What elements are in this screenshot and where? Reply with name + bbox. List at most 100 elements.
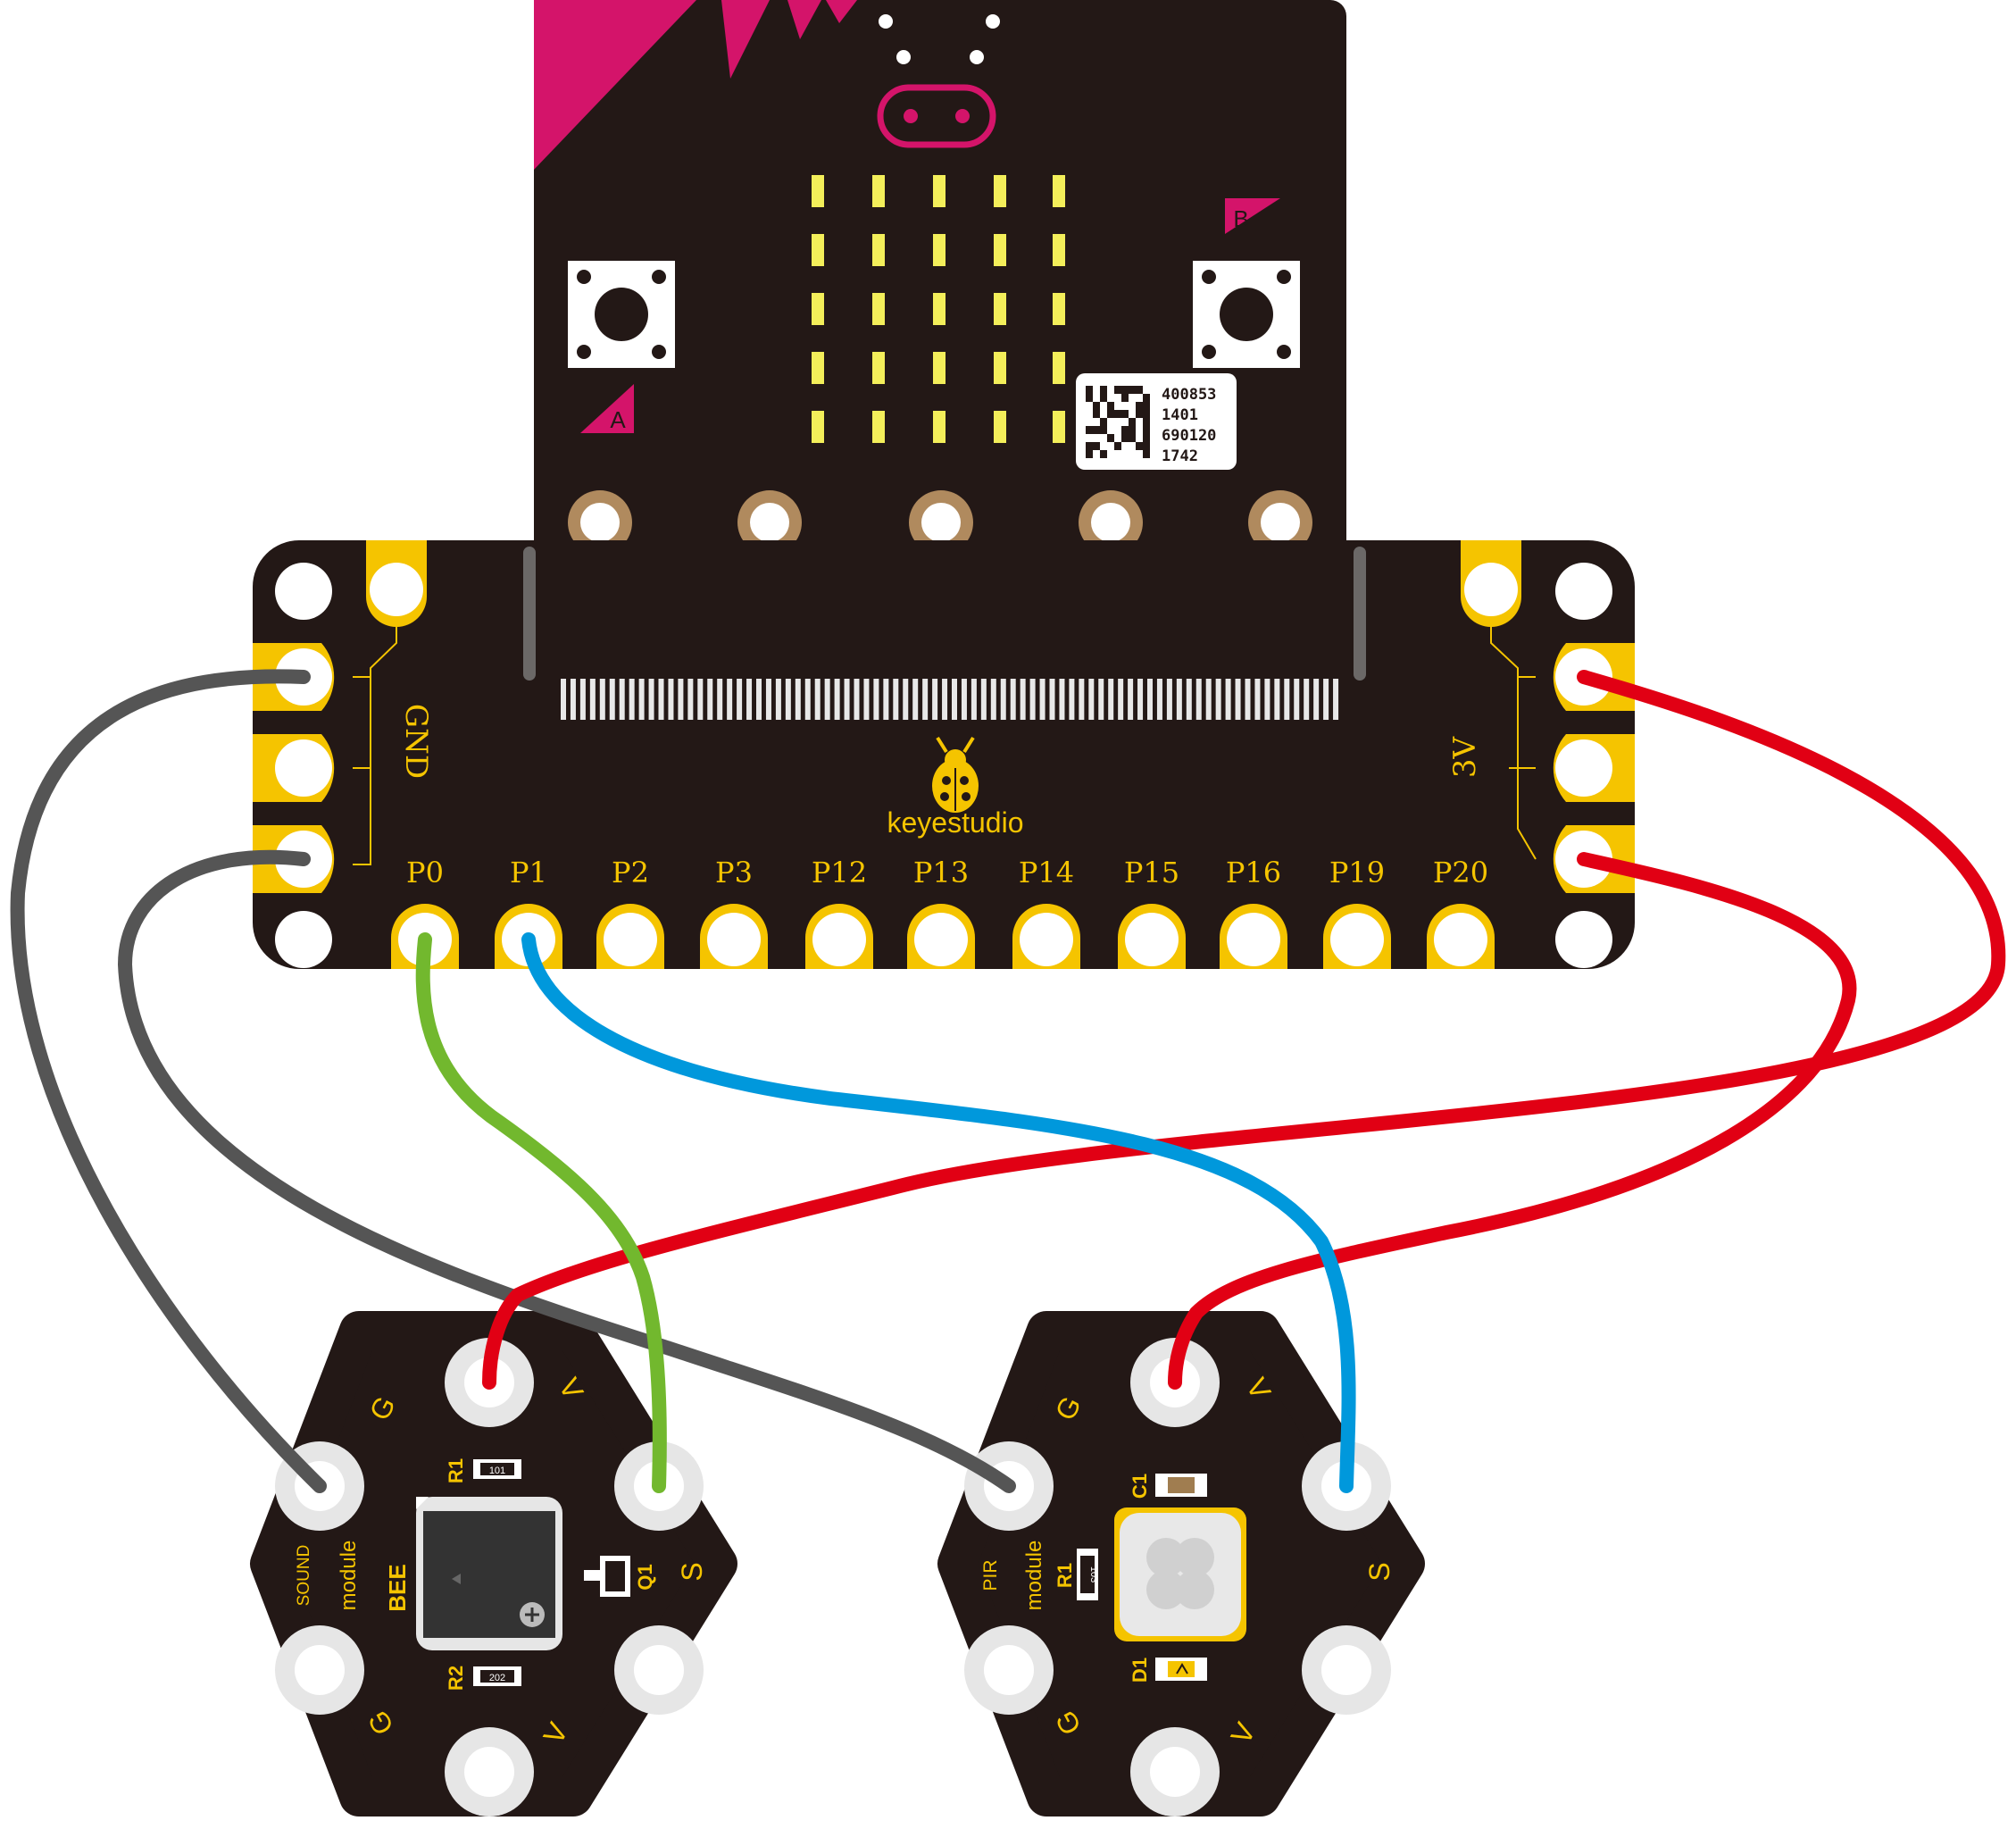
pir-sensor-lens — [1114, 1507, 1246, 1641]
led-0-0 — [812, 175, 824, 207]
led-2-0 — [812, 293, 824, 325]
pir-pad-s-bottom[interactable] — [1302, 1625, 1391, 1715]
microbit-board: A B 400853 1401 690120 1742 — [534, 0, 1346, 572]
led-1-4 — [1053, 234, 1065, 266]
microbit-corner-stripe — [534, 0, 696, 170]
pir-pin-s: S — [1363, 1562, 1395, 1581]
sound-pad-v-bottom[interactable] — [445, 1727, 534, 1816]
sound-pad-s-bottom[interactable] — [614, 1625, 704, 1715]
sound-name-line1: SOUND — [295, 1545, 313, 1607]
led-1-3 — [994, 234, 1006, 266]
pir-pad-v-bottom[interactable] — [1130, 1727, 1220, 1816]
button-b-label: B — [1233, 205, 1248, 232]
led-2-1 — [872, 293, 885, 325]
qr-line-1: 400853 — [1162, 386, 1216, 404]
pin-label-p2: P2 — [612, 856, 649, 889]
led-4-1 — [872, 411, 885, 443]
pir-r1-value: 103 — [1088, 1566, 1099, 1583]
microbit-logo-icon — [877, 84, 996, 148]
sound-module: 101 R1 202 R2 Q1 BEE SOUND module G V S … — [250, 1311, 737, 1816]
led-2-3 — [994, 293, 1006, 325]
led-1-0 — [812, 234, 824, 266]
led-4-2 — [933, 411, 946, 443]
led-3-2 — [933, 352, 946, 384]
pin-label-p12: P12 — [812, 856, 867, 889]
sound-r1-value: 101 — [489, 1466, 505, 1476]
sound-buzzer-label: BEE — [384, 1564, 411, 1611]
button-b[interactable] — [1193, 261, 1300, 368]
led-matrix — [812, 175, 1065, 443]
led-3-1 — [872, 352, 885, 384]
edge-connector-slot — [561, 679, 1339, 720]
wires — [10, 669, 2006, 1493]
pin-pad-p20[interactable] — [1427, 904, 1495, 969]
microbit-edge-pads — [568, 490, 1312, 555]
pir-c1-label: C1 — [1129, 1474, 1151, 1499]
led-1-1 — [872, 234, 885, 266]
sound-r2-value: 202 — [489, 1673, 505, 1683]
button-a-marker — [580, 384, 634, 433]
sound-pad-g-bottom[interactable] — [275, 1625, 364, 1715]
wire-p0-sound-signal — [415, 932, 667, 1493]
pin-pad-p16[interactable] — [1220, 904, 1287, 969]
wire-3v-pir — [1168, 852, 1857, 1390]
pir-module: C1 103 R1 D1 PIR module G V S G V — [937, 1311, 1425, 1816]
gnd-label: GND — [398, 704, 434, 779]
pin-pad-p3[interactable] — [700, 904, 768, 969]
pin-pad-p2[interactable] — [596, 904, 664, 969]
sound-pin-s: S — [676, 1562, 708, 1581]
brand-label: keyestudio — [887, 806, 1024, 839]
led-1-2 — [933, 234, 946, 266]
pir-pad-g-bottom[interactable] — [964, 1625, 1054, 1715]
qr-sticker: 400853 1401 690120 1742 — [1076, 373, 1237, 470]
wire-3v-sound — [482, 670, 2006, 1390]
led-0-4 — [1053, 175, 1065, 207]
ladybug-logo-icon — [932, 736, 979, 813]
sound-q1-label: Q1 — [634, 1564, 656, 1590]
pin-label-p16: P16 — [1226, 856, 1281, 889]
3v-pin-pads[interactable] — [1553, 643, 1635, 893]
qr-line-2: 1401 — [1162, 406, 1198, 424]
3v-label: 3V — [1447, 735, 1483, 778]
button-a[interactable] — [568, 261, 675, 368]
button-b-marker — [1225, 198, 1280, 234]
sound-q1-transistor — [584, 1556, 630, 1597]
led-3-3 — [994, 352, 1006, 384]
buzzer-component — [416, 1497, 562, 1650]
led-2-4 — [1053, 293, 1065, 325]
wire-gnd-pir — [117, 849, 1016, 1493]
pin-label-p0: P0 — [406, 856, 444, 889]
pin-pad-p15[interactable] — [1118, 904, 1186, 969]
pir-name-line2: module — [1022, 1541, 1046, 1611]
led-3-0 — [812, 352, 824, 384]
led-0-1 — [872, 175, 885, 207]
pin-label-p20: P20 — [1433, 856, 1488, 889]
qr-line-4: 1742 — [1162, 447, 1198, 465]
led-4-3 — [994, 411, 1006, 443]
wire-p1-pir-signal — [521, 932, 1356, 1493]
pin-pad-p13[interactable] — [907, 904, 975, 969]
pin-pad-p14[interactable] — [1012, 904, 1080, 969]
button-a-label: A — [610, 406, 626, 433]
led-4-4 — [1053, 411, 1065, 443]
pin-pad-p12[interactable] — [805, 904, 873, 969]
led-3-4 — [1053, 352, 1065, 384]
led-2-2 — [933, 293, 946, 325]
led-0-2 — [933, 175, 946, 207]
led-0-3 — [994, 175, 1006, 207]
sound-name-line2: module — [337, 1541, 361, 1611]
led-4-0 — [812, 411, 824, 443]
pir-r1-label: R1 — [1054, 1563, 1076, 1588]
pin-label-p15: P15 — [1124, 856, 1179, 889]
sound-r1-label: R1 — [445, 1458, 467, 1483]
pin-label-p19: P19 — [1329, 856, 1385, 889]
wire-gnd-sound — [10, 669, 327, 1493]
pin-pad-p19[interactable] — [1323, 904, 1391, 969]
pin-label-p13: P13 — [913, 856, 969, 889]
pin-label-p1: P1 — [510, 856, 547, 889]
pin-label-p3: P3 — [715, 856, 753, 889]
pir-name-line1: PIR — [980, 1559, 1001, 1591]
qr-line-3: 690120 — [1162, 427, 1216, 445]
